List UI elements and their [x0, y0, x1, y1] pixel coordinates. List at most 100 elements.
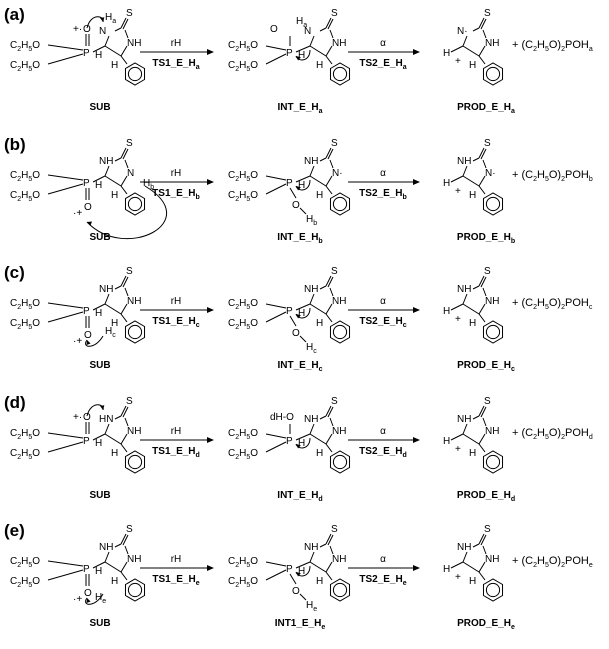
ring-bond [114, 285, 122, 290]
thione-bond [325, 275, 332, 287]
p-o-bond [265, 433, 287, 439]
substrate-label: SUB [89, 360, 110, 371]
ethoxy-group: C2H5O [228, 318, 258, 331]
aromatic-circle [127, 324, 143, 340]
ethoxy-group: C2H5O [228, 170, 258, 183]
curly-arrow-head [296, 444, 301, 449]
hydrogen-atom: H [298, 50, 305, 61]
ring-bond [120, 561, 128, 573]
thione-bond [120, 275, 127, 287]
phenyl-bond [325, 571, 333, 581]
thione-bond [480, 18, 487, 30]
ring-bond [104, 175, 122, 187]
ring-bond [325, 561, 333, 573]
panel-label: (a) [4, 5, 25, 24]
ethoxy-group: C2H5O [228, 556, 258, 569]
ring-bond [124, 287, 129, 297]
ring-bond [120, 45, 128, 57]
p-o-bond [47, 174, 84, 181]
ethoxy-group: C2H5O [228, 298, 258, 311]
p-c-bond [295, 561, 311, 569]
ethoxy-group: C2H5O [10, 576, 40, 589]
p-o-bond [265, 45, 287, 51]
arrow1-bottom-label: TS1_E_Ha [152, 58, 199, 71]
phenyl-ring [329, 192, 351, 216]
radical-cation: ·+ [73, 208, 82, 219]
p-o-bond [289, 187, 297, 199]
hydrogen-atom: H [443, 306, 450, 317]
curly-arrow-head [87, 221, 92, 226]
product-label: PROD_E_Hc [457, 360, 515, 373]
top-nitrogen: NH [99, 156, 113, 167]
phenyl-ring [329, 578, 351, 602]
p-o-bond [47, 441, 84, 453]
ring-bond [309, 433, 327, 445]
phenyl-ring [482, 62, 504, 86]
product-label: PROD_E_Hb [457, 232, 515, 245]
arrow-head [413, 49, 420, 55]
phenyl-ring [124, 192, 146, 216]
ring-bond [104, 561, 122, 573]
hydrogen-atom: H [316, 576, 323, 587]
ring-bond [309, 551, 315, 563]
thione-bond [120, 533, 127, 545]
ring-bond [309, 35, 315, 47]
arrow2-top-label: α [380, 426, 386, 437]
right-nitrogen: NH [127, 554, 141, 565]
phenyl-bond [120, 443, 128, 453]
p-o-bond [47, 311, 84, 323]
top-nitrogen: NH [304, 156, 318, 167]
panel-c: (c)C2H5OC2H5OPO·+SNHNHHHcHSUBrHTS1_E_HcC… [4, 263, 593, 373]
hydrogen-atom: H [298, 438, 305, 449]
ethoxy-group: C2H5O [228, 60, 258, 73]
thione-bond [327, 18, 334, 30]
right-nitrogen: N [127, 168, 134, 179]
ring-bond [482, 29, 487, 39]
oxygen-atom: O [83, 412, 91, 423]
top-nitrogen: NH [457, 414, 471, 425]
right-nitrogen: NH [485, 554, 499, 565]
right-nitrogen: NH [332, 554, 346, 565]
p-o-bond [265, 441, 287, 453]
arrow1-top-label: rH [171, 168, 182, 179]
right-nitrogen: NH [127, 38, 141, 49]
aromatic-circle [485, 582, 501, 598]
aromatic-circle [332, 582, 348, 598]
ring-bond [120, 175, 128, 187]
curly-arrow-head [296, 186, 301, 191]
p-o-bond [47, 569, 84, 581]
phosphorus-atom: P [83, 178, 90, 189]
top-nitrogen: HN [99, 414, 113, 425]
arrow-head [207, 179, 214, 185]
sulfur-atom: S [484, 8, 491, 19]
ring-bond [329, 417, 334, 427]
p-o-bond [47, 560, 84, 567]
phosphorus-atom: P [286, 48, 293, 59]
hydrogen-atom: H [298, 566, 305, 577]
ring-bond [104, 303, 122, 315]
product-label: PROD_E_Ha [457, 102, 515, 115]
panel-a: (a)C2H5OC2H5OPO+·SNNHHHaHSUBrHTS1_E_HaC2… [4, 5, 593, 115]
p-o-bond [289, 573, 297, 585]
ethoxy-group: C2H5O [228, 40, 258, 53]
hydrogen-atom: H [298, 308, 305, 319]
top-nitrogen: NH [304, 284, 318, 295]
phenyl-ring [329, 62, 351, 86]
curly-arrow [85, 335, 104, 347]
hydrogen-atom: H [95, 180, 102, 191]
ring-bond [478, 561, 486, 573]
p-c-bond [92, 303, 106, 311]
hydrogen-atom: H [443, 48, 450, 59]
phosphorus-atom: P [286, 436, 293, 447]
c-h-bond [450, 433, 464, 441]
ethoxy-group: C2H5O [10, 556, 40, 569]
arrow2-bottom-label: TS2_E_He [359, 574, 406, 587]
ring-bond [462, 551, 468, 563]
arrow2-top-label: α [380, 554, 386, 565]
